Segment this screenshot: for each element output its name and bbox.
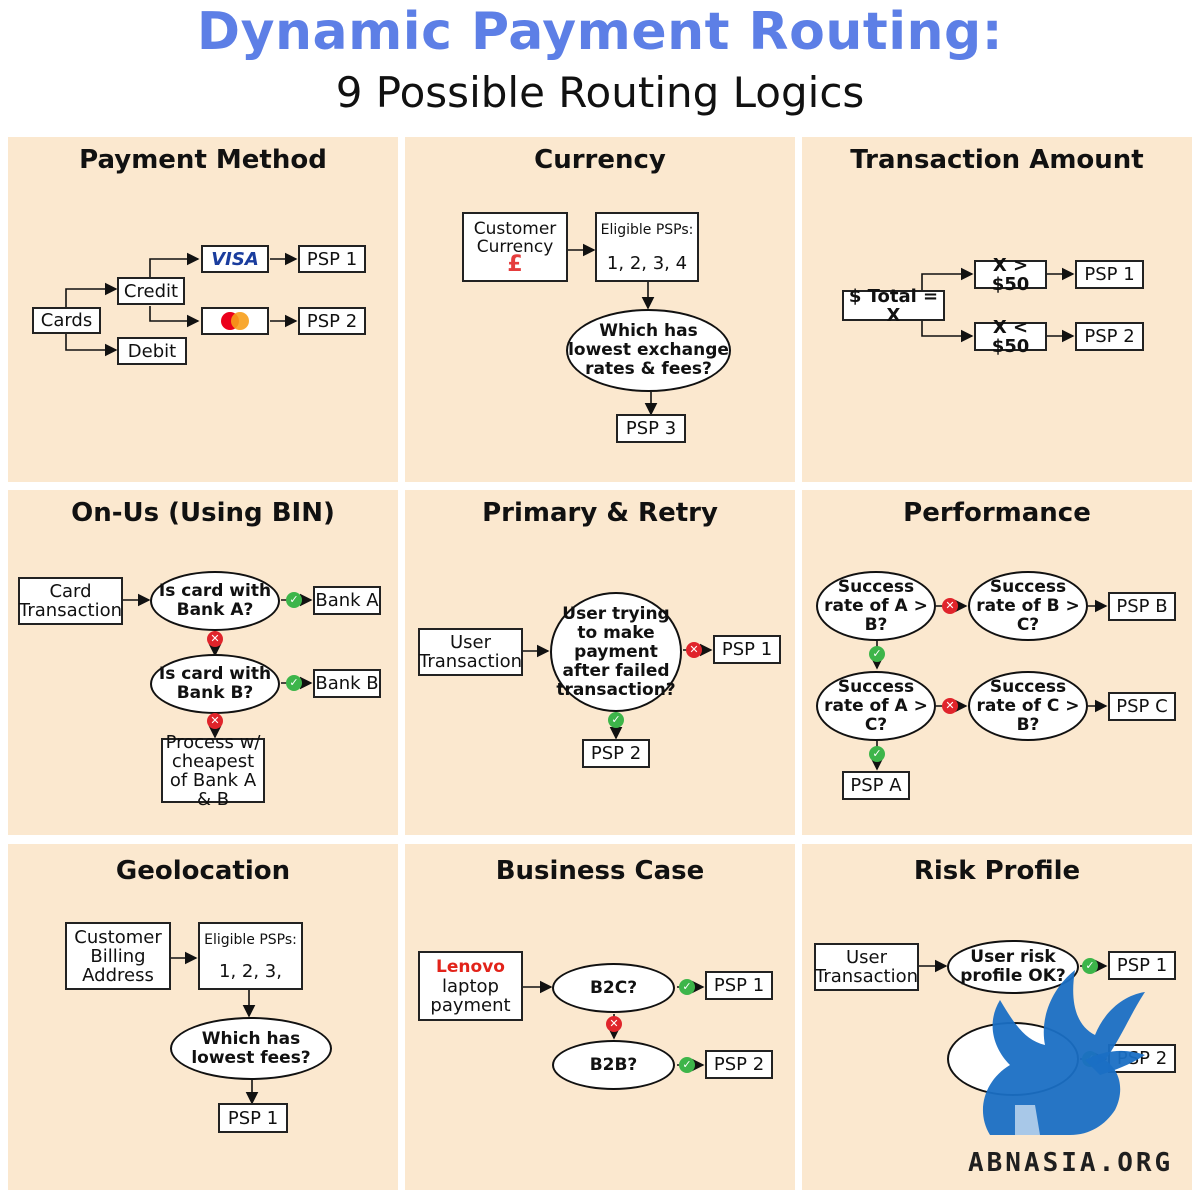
visa-logo-box: VISA: [201, 245, 269, 273]
less-than-box: X < $50: [974, 318, 1047, 356]
psp1-box: PSP 1: [713, 635, 781, 664]
panel-geolocation: Geolocation Customer Billing Address Eli…: [8, 844, 398, 1190]
lenovo-logo: Lenovo: [436, 956, 505, 977]
cb-question-oval: Success rate of C > B?: [968, 671, 1088, 741]
connector-lines: [65, 252, 298, 357]
bank-b-question-oval: Is card with Bank B?: [150, 654, 280, 714]
check-icon: ✓: [286, 675, 302, 691]
psp1-box: PSP 1: [705, 971, 773, 1000]
b2c-question-oval: B2C?: [552, 963, 675, 1013]
psp1-box: PSP 1: [1108, 951, 1176, 980]
panel-primary-retry: Primary & Retry User Transaction User tr…: [405, 490, 795, 835]
bc-question-oval: Success rate of B > C?: [968, 571, 1088, 641]
customer-currency-label: Customer Currency: [473, 219, 557, 257]
cross-icon: ✕: [942, 698, 958, 714]
panel-title: Geolocation: [115, 856, 291, 886]
debit-box: Debit: [117, 337, 187, 365]
psp2-box: PSP 2: [298, 307, 366, 335]
check-icon: ✓: [869, 646, 885, 662]
connector-lines: [921, 267, 1075, 343]
watermark-text: ABNASIA.ORG: [968, 1148, 1174, 1178]
mastercard-logo-box: [201, 307, 269, 335]
panel-title: Performance: [903, 498, 1091, 528]
psp-a-box: PSP A: [842, 771, 910, 800]
mastercard-icon: [221, 312, 249, 330]
check-icon: ✓: [869, 746, 885, 762]
panel-title: On-Us (Using BIN): [71, 498, 335, 528]
panel-payment-method: Payment Method Cards Credit Debit VISA P…: [8, 137, 398, 482]
panel-title: Risk Profile: [913, 856, 1081, 886]
eligible-psps-box: Eligible PSPs: 1, 2, 3, 4: [595, 212, 699, 282]
bank-b-box: Bank B: [313, 669, 381, 698]
panel-performance: Performance Success rate of A > B? Succe…: [802, 490, 1192, 835]
ab-question-oval: Success rate of A > B?: [816, 571, 936, 641]
eligible-psps-label: Eligible PSPs:: [204, 932, 297, 948]
check-icon: ✓: [679, 1057, 695, 1073]
psp2-box: PSP 2: [582, 739, 650, 768]
cards-box: Cards: [32, 307, 101, 334]
panel-title: Transaction Amount: [850, 145, 1144, 175]
card-transaction-box: Card Transaction: [18, 577, 123, 625]
billing-address-box: Customer Billing Address: [65, 922, 171, 990]
cross-icon: ✕: [207, 713, 223, 729]
cross-icon: ✕: [942, 598, 958, 614]
check-icon: ✓: [608, 712, 624, 728]
check-icon: ✓: [679, 979, 695, 995]
panel-business-case: Business Case Lenovo laptop payment B2C?…: [405, 844, 795, 1190]
bank-a-question-oval: Is card with Bank A?: [150, 571, 280, 631]
question-oval: Which has lowest exchange rates & fees?: [566, 309, 731, 392]
psp1-box: PSP 1: [298, 245, 366, 273]
risk-question-oval: User risk profile OK?: [947, 940, 1079, 994]
question-oval: Which has lowest fees?: [170, 1017, 332, 1080]
psp-c-box: PSP C: [1108, 692, 1176, 721]
griffin-logo-icon: [982, 970, 1145, 1135]
ac-question-oval: Success rate of A > C?: [816, 671, 936, 741]
customer-currency-box: Customer Currency £: [462, 212, 568, 282]
greater-than-box: X > $50: [974, 256, 1047, 294]
psp2-box: PSP 2: [1075, 322, 1144, 351]
psp1-box: PSP 1: [1075, 260, 1144, 289]
panel-title: Payment Method: [79, 145, 327, 175]
bank-a-box: Bank A: [313, 586, 381, 615]
eligible-psps-list: 1, 2, 3, 4: [606, 253, 688, 274]
psp-b-box: PSP B: [1108, 592, 1176, 621]
visa-icon: VISA: [211, 248, 259, 270]
page-title: Dynamic Payment Routing:: [196, 2, 1004, 62]
panel-on-us: On-Us (Using BIN) Card Transaction Is ca…: [8, 490, 398, 835]
psp2-box: PSP 2: [705, 1050, 773, 1079]
check-icon: ✓: [1082, 958, 1098, 974]
check-icon: ✓: [286, 592, 302, 608]
b2b-question-oval: B2B?: [552, 1040, 675, 1090]
user-transaction-box: User Transaction: [814, 943, 919, 991]
fallback-box: Process w/ cheapest of Bank A & B: [161, 733, 265, 809]
panel-title: Business Case: [495, 856, 705, 886]
eligible-psps-label: Eligible PSPs:: [600, 222, 694, 238]
laptop-payment-box: Lenovo laptop payment: [418, 951, 523, 1021]
eligible-psps-list: 1, 2, 3,: [219, 961, 282, 982]
user-transaction-box: User Transaction: [418, 628, 523, 676]
retry-question-oval: User trying to make payment after failed…: [550, 592, 682, 712]
connector-lines: [568, 243, 658, 416]
cross-icon: ✕: [606, 1016, 622, 1032]
panel-title: Primary & Retry: [482, 498, 718, 528]
cross-icon: ✕: [207, 631, 223, 647]
panel-currency: Currency Customer Currency £ Eligible PS…: [405, 137, 795, 482]
panel-transaction-amount: Transaction Amount $ Total = X X > $50 X…: [802, 137, 1192, 482]
credit-box: Credit: [117, 277, 185, 305]
psp3-box: PSP 3: [616, 414, 686, 443]
panel-title: Currency: [534, 145, 666, 175]
cross-icon: ✕: [686, 642, 702, 658]
total-box: $ Total = X: [842, 287, 945, 325]
connector-lines: [170, 951, 259, 1105]
laptop-payment-label: laptop payment: [430, 975, 511, 1016]
psp1-box: PSP 1: [218, 1103, 288, 1133]
eligible-psps-box: Eligible PSPs: 1, 2, 3,: [198, 922, 303, 990]
pound-icon: £: [507, 252, 523, 277]
page-subtitle: 9 Possible Routing Logics: [335, 68, 865, 117]
